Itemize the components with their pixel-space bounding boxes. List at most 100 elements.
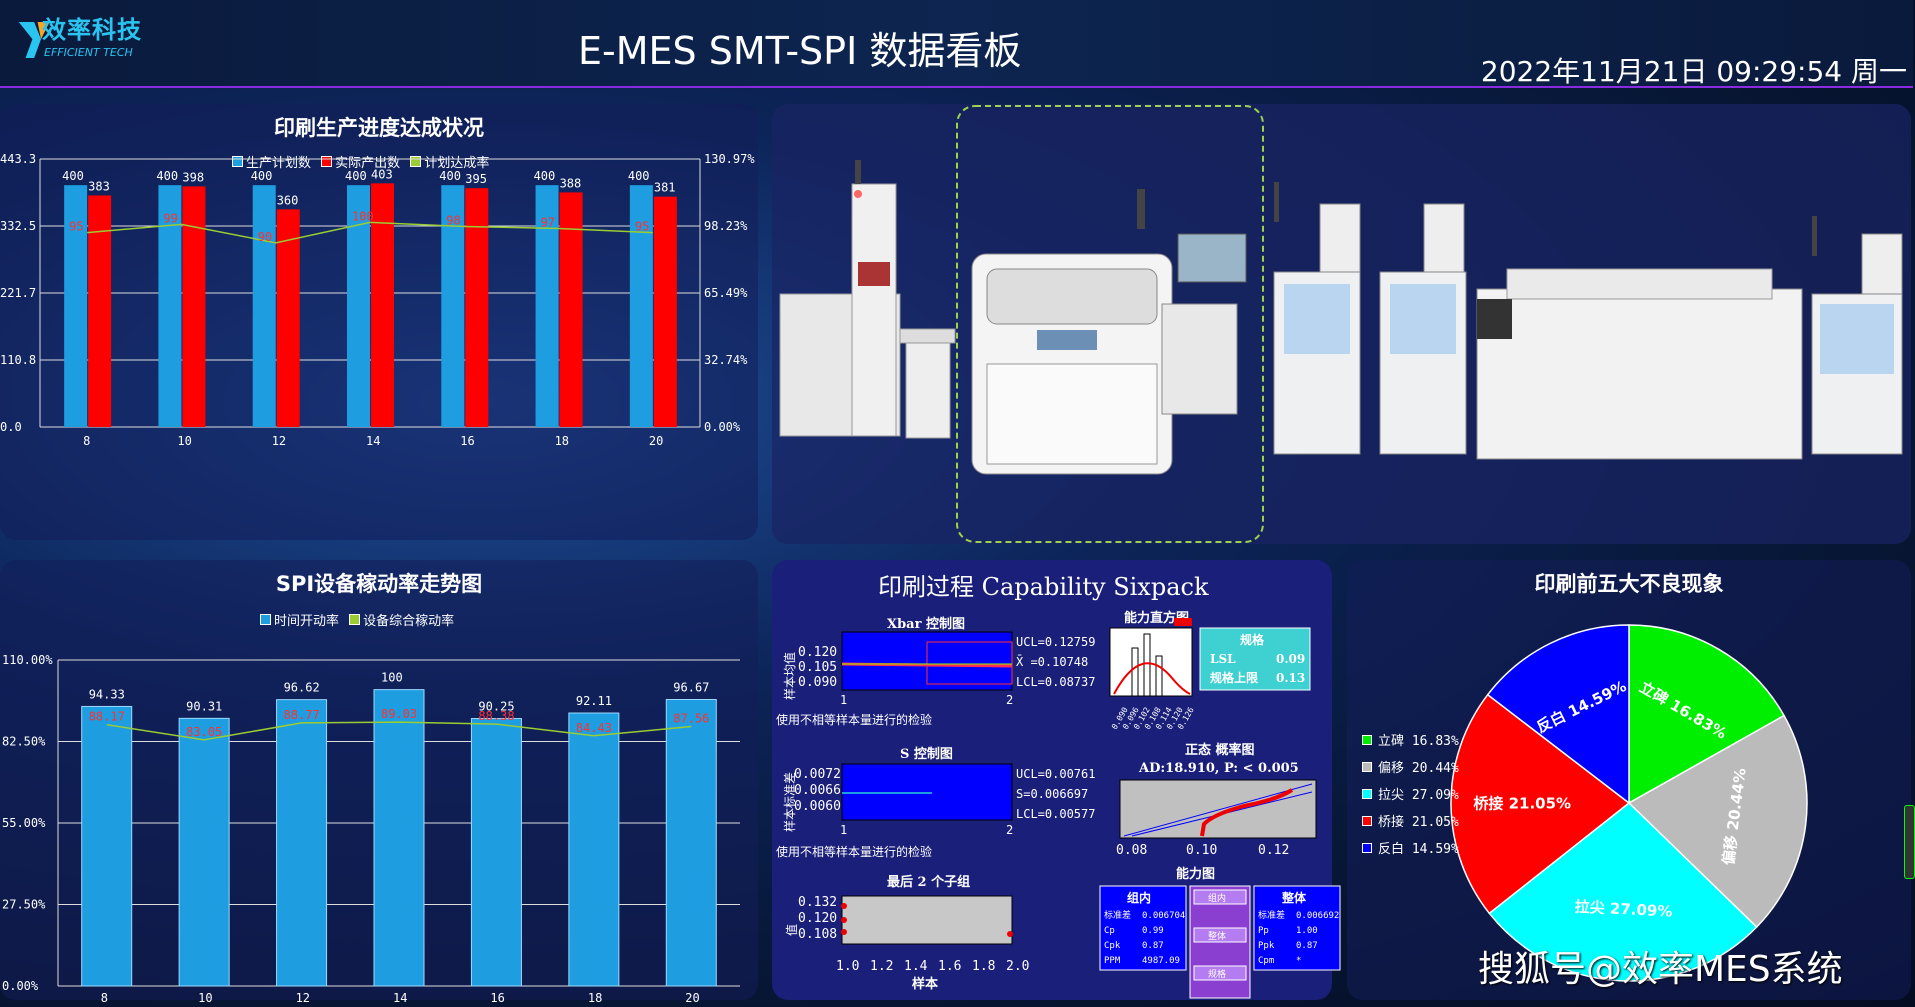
chart1-legend: 生产计划数 实际产出数 计划达成率 — [226, 152, 489, 171]
actual-bar-label: 381 — [654, 181, 676, 195]
plan-bar-label: 400 — [251, 169, 273, 183]
s-tick-2: 0.0066 — [794, 783, 841, 798]
xbar-lcl: LCL=0.08737 — [1016, 675, 1095, 689]
overall-row-key: 标准差 — [1258, 909, 1285, 921]
chart2-title: SPI设备稼动率走势图 — [275, 572, 483, 596]
xbar-mean: X̄ =0.10748 — [1016, 655, 1088, 669]
actual-bar-label: 403 — [371, 167, 393, 181]
last-xtick: 1.0 — [836, 959, 859, 974]
printer-machine-icon — [971, 253, 1173, 475]
pie-slice — [1628, 624, 1786, 805]
actual-bar — [276, 209, 300, 427]
chart1-xtick: 16 — [460, 434, 474, 448]
header-bar: 效率科技 EFFICIENT TECH E-MES SMT-SPI 数据看板 2… — [0, 0, 1913, 88]
rate-line — [87, 221, 653, 244]
last-xtick: 2.0 — [1006, 959, 1029, 974]
scrollbar-thumb[interactable] — [1904, 805, 1915, 879]
time-rate-label: 96.62 — [284, 681, 320, 695]
cap-title: 能力图 — [1176, 866, 1215, 882]
pie-legend-item: 立碑 16.83% — [1362, 730, 1459, 749]
spi-machine-highlight[interactable] — [956, 105, 1264, 543]
pie-legend-item: 偏移 20.44% — [1362, 757, 1459, 776]
plan-bar-label: 400 — [345, 169, 367, 183]
s-ylabel: 样本标准差 — [782, 772, 797, 832]
cap-mid-label: 组内 — [1208, 892, 1226, 904]
xbar-note: 使用不相等样本量进行的检验 — [776, 712, 932, 727]
chart1-y2tick: 130.97% — [704, 152, 755, 166]
hist-plot[interactable] — [1109, 627, 1193, 697]
watermark-text: 搜狐号@效率MES系统 — [1478, 949, 1843, 990]
rate-label: 97 — [541, 216, 555, 230]
xbar-x2: 2 — [1006, 693, 1013, 707]
chart1-ytick: 443.3 — [0, 152, 36, 166]
legend-actual: 实际产出数 — [335, 156, 401, 171]
aoi-machine-icon — [1811, 216, 1903, 455]
within-row-value: 0.99 — [1142, 926, 1164, 936]
actual-bar-label: 398 — [182, 170, 204, 184]
cap-mid-item — [1193, 927, 1247, 943]
pie-legend: 立碑 16.83% 偏移 20.44% 拉尖 27.09% 桥接 21.05% … — [1362, 730, 1459, 865]
chart2-ytick: 0.00% — [2, 979, 39, 993]
spec-title: 规格 — [1240, 632, 1265, 647]
prob-stat: AD:18.910, P: < 0.005 — [1138, 761, 1299, 776]
chart2-xtick: 10 — [198, 991, 212, 1005]
company-logo-icon — [18, 22, 50, 58]
last-title: 最后 2 个子组 — [887, 874, 970, 890]
oee-label: 84.43 — [576, 721, 612, 735]
last-xtick: 1.8 — [972, 959, 995, 974]
within-box — [1099, 885, 1187, 971]
chart1-ytick: 221.7 — [0, 286, 36, 300]
pie-legend-item: 反白 14.59% — [1362, 838, 1459, 857]
spi-machine-icon — [1137, 189, 1247, 415]
actual-bar — [88, 195, 112, 427]
chart2-ytick: 110.00% — [2, 653, 53, 667]
last-plot[interactable] — [841, 895, 1013, 945]
chart1-xtick: 10 — [177, 434, 191, 448]
last-tick-2: 0.120 — [798, 911, 837, 926]
actual-bar — [465, 188, 489, 427]
oee-label: 88.38 — [478, 709, 514, 723]
chart1-y2tick: 32.74% — [704, 353, 748, 367]
s-mean: S=0.006697 — [1016, 787, 1088, 801]
s-title: S 控制图 — [900, 746, 953, 762]
mounter-machine-1-icon — [1273, 182, 1361, 455]
last-ylabel: 值 — [784, 924, 799, 936]
reflow-oven-icon — [1476, 268, 1803, 460]
plan-bar — [535, 185, 559, 427]
capability-sixpack-panel: 印刷过程 Capability Sixpack Xbar 控制图 样本均值 0.… — [772, 560, 1341, 1000]
pie-legend-item: 拉尖 27.09% — [1362, 784, 1459, 803]
time-rate-label: 90.31 — [186, 699, 222, 713]
s-x2: 2 — [1006, 823, 1013, 837]
plan-bar-label: 400 — [439, 169, 461, 183]
plan-bar — [441, 185, 465, 427]
pie-slice — [1627, 714, 1808, 929]
pie-title: 印刷前五大不良现象 — [1534, 572, 1724, 596]
plan-bar — [158, 185, 182, 427]
rate-label: 95 — [635, 220, 649, 234]
rate-label: 90 — [258, 230, 272, 244]
chart1-xtick: 20 — [649, 434, 663, 448]
overall-row-value: 1.00 — [1296, 926, 1318, 936]
oee-line — [106, 721, 692, 741]
s-x1: 1 — [840, 823, 847, 837]
overall-row-key: Ppk — [1258, 941, 1275, 951]
overall-row-key: Pp — [1258, 926, 1269, 936]
rate-label: 99 — [163, 211, 177, 225]
chart1-ytick: 110.8 — [0, 353, 36, 367]
overall-row-value: 0.87 — [1296, 941, 1318, 951]
chart2-xtick: 8 — [101, 991, 108, 1005]
chart1-xtick: 18 — [555, 434, 569, 448]
actual-bar-label: 395 — [465, 172, 487, 186]
chart2-xtick: 18 — [588, 991, 602, 1005]
pie-legend-item: 桥接 21.05% — [1362, 811, 1459, 830]
defect-pie-chart: 立碑 16.83%偏移 20.44%拉尖 27.09%桥接 21.05%反白 1… — [1450, 624, 1808, 982]
actual-bar-label: 360 — [277, 193, 299, 207]
time-rate-label: 96.67 — [673, 681, 709, 695]
pie-slice-label: 拉尖 27.09% — [1574, 898, 1672, 921]
oee-label: 87.56 — [673, 712, 709, 726]
s-lcl: LCL=0.00577 — [1016, 807, 1095, 821]
within-row-key: Cp — [1104, 926, 1115, 936]
last-xtick: 1.2 — [870, 959, 893, 974]
spec-lsl: 0.09 — [1276, 652, 1305, 666]
